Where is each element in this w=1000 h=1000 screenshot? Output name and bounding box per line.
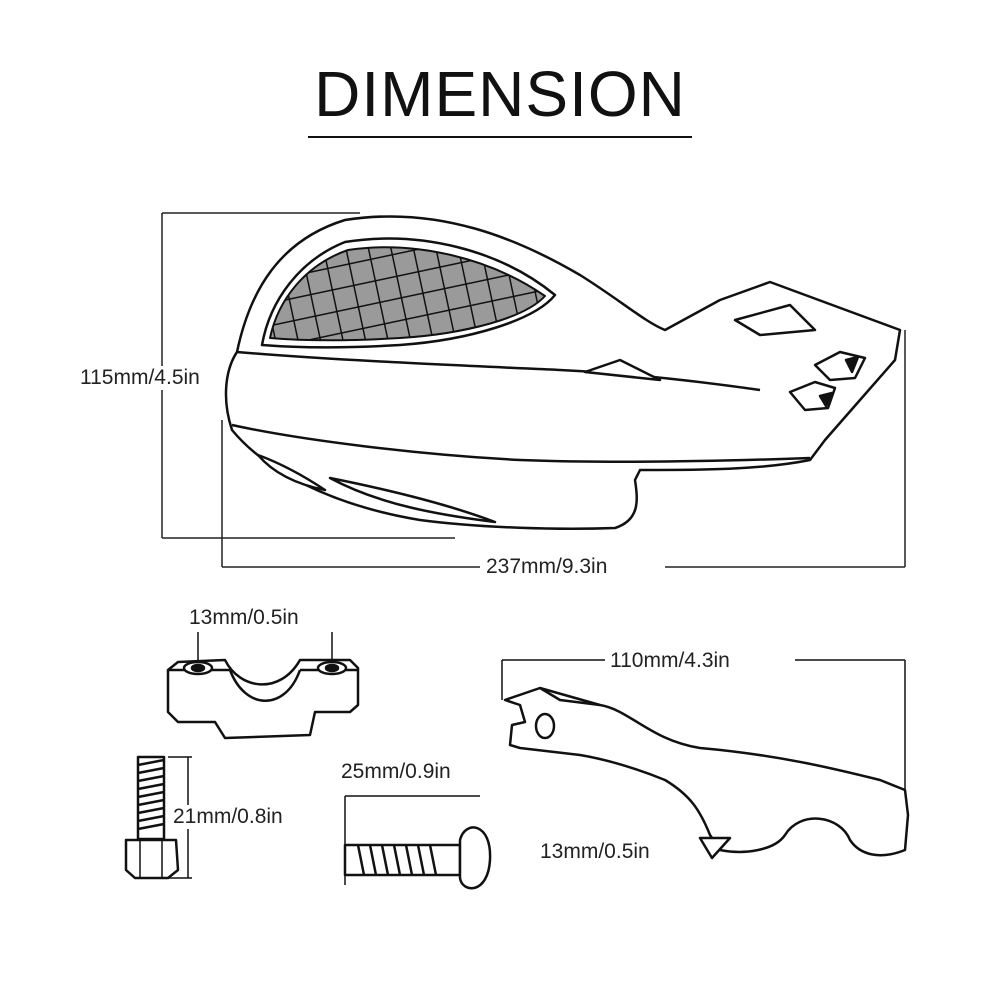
clamp-hole-spacing-label: 13mm/0.5in (189, 606, 299, 630)
handguard-width-label: 237mm/9.3in (486, 555, 608, 579)
clamp-illustration (166, 632, 360, 740)
bracket-illustration (501, 659, 910, 860)
handguard-illustration (224, 215, 902, 530)
bracket-width-label: 13mm/0.5in (540, 840, 650, 864)
screw-length-label: 25mm/0.9in (341, 760, 451, 784)
handguard-width-dimension-lines (221, 330, 906, 568)
title-wrap: DIMENSION (0, 58, 1000, 138)
bolt-length-label: 21mm/0.8in (173, 805, 283, 829)
handguard-height-label: 115mm/4.5in (80, 366, 200, 390)
screw-illustration (343, 795, 492, 890)
page-title: DIMENSION (308, 58, 692, 138)
bracket-length-label: 110mm/4.3in (610, 649, 730, 673)
